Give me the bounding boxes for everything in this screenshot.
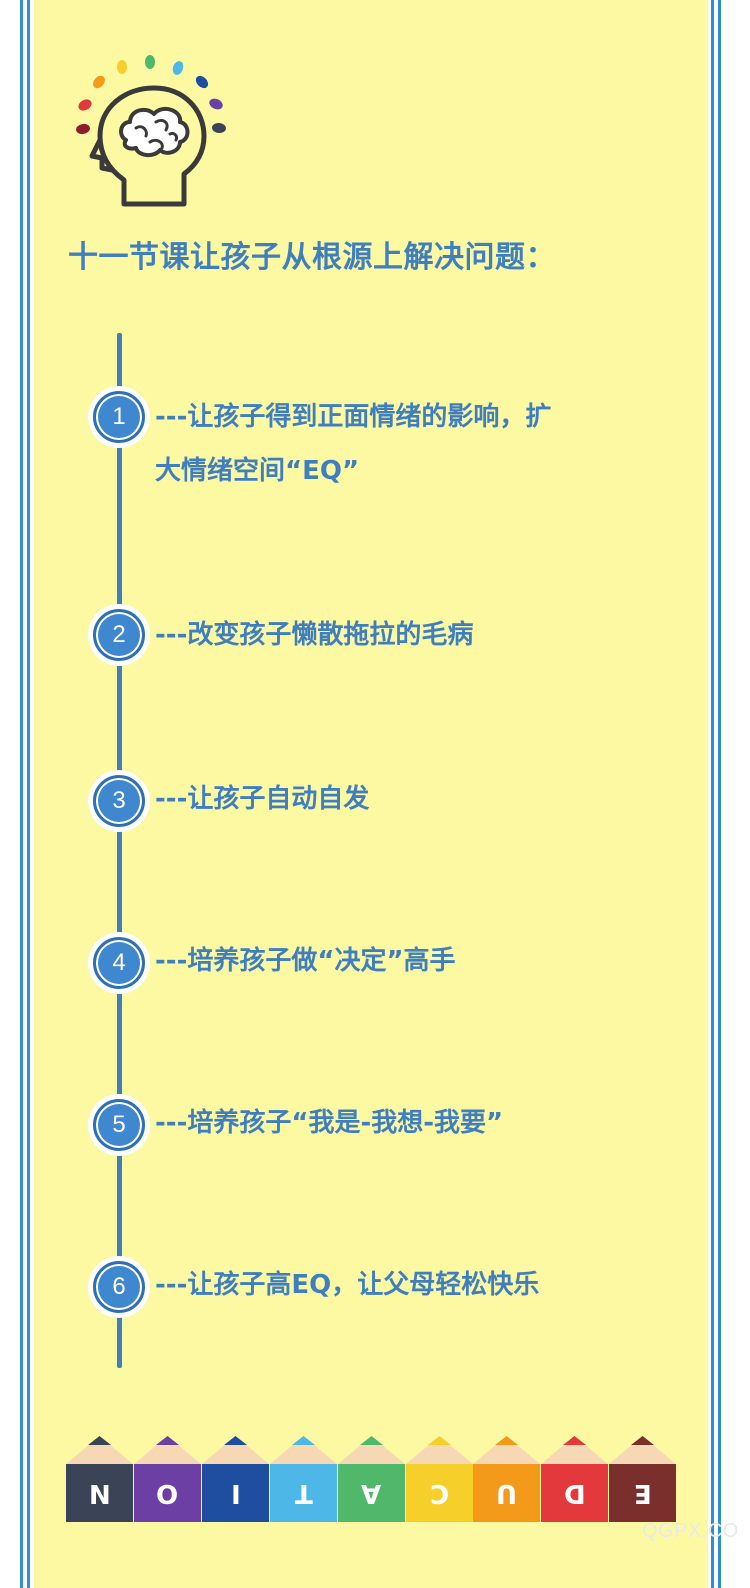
pencil-tip-icon xyxy=(134,1436,201,1464)
step-number: 6 xyxy=(93,1261,145,1313)
step-number: 1 xyxy=(93,391,145,443)
pencil-body: I xyxy=(202,1464,269,1522)
pencil-letter: A xyxy=(361,1478,382,1508)
pencil-d: D xyxy=(541,1436,608,1522)
step-line: ---培养孩子做“决定”高手 xyxy=(155,946,456,976)
step-number: 2 xyxy=(93,609,145,661)
step-number: 3 xyxy=(93,775,145,827)
frame-line-left-outer xyxy=(20,0,23,1588)
frame-line-right-outer xyxy=(718,0,721,1588)
pencil-c: C xyxy=(406,1436,473,1522)
pencil-body: N xyxy=(66,1464,133,1522)
step-line: 大情绪空间“EQ” xyxy=(155,456,360,486)
pencil-u: U xyxy=(473,1436,540,1522)
step-badge-5: 5 xyxy=(88,1094,150,1156)
step-line: ---让孩子高EQ，让父母轻松快乐 xyxy=(155,1270,540,1300)
pencil-i: I xyxy=(202,1436,269,1522)
step-line: ---让孩子自动自发 xyxy=(155,784,370,814)
pencil-letter: I xyxy=(230,1478,241,1508)
pencil-body: T xyxy=(270,1464,337,1522)
step-badge-6: 6 xyxy=(88,1256,150,1318)
pencil-letter: C xyxy=(429,1478,450,1508)
pencil-tip-icon xyxy=(338,1436,405,1464)
step-text-1: ---让孩子得到正面情绪的影响，扩 大情绪空间“EQ” xyxy=(155,390,625,498)
brain-head-icon xyxy=(76,55,226,207)
pencil-body: O xyxy=(134,1464,201,1522)
pencil-tip-icon xyxy=(66,1436,133,1464)
pencil-letter: T xyxy=(294,1478,313,1508)
pencil-t: T xyxy=(270,1436,337,1522)
pencil-letter: U xyxy=(495,1478,518,1508)
pencil-tip-icon xyxy=(541,1436,608,1464)
pencil-o: O xyxy=(134,1436,201,1522)
frame-line-left-inner xyxy=(27,0,30,1588)
pencil-tip-icon xyxy=(270,1436,337,1464)
pencil-letter: E xyxy=(633,1478,652,1508)
step-line: ---让孩子得到正面情绪的影响，扩 xyxy=(155,402,552,432)
step-number: 4 xyxy=(93,937,145,989)
step-badge-1: 1 xyxy=(88,386,150,448)
step-text-2: ---改变孩子懒散拖拉的毛病 xyxy=(155,608,625,662)
step-line: ---改变孩子懒散拖拉的毛病 xyxy=(155,620,474,650)
pencil-tip-icon xyxy=(609,1436,676,1464)
pencil-tip-icon xyxy=(202,1436,269,1464)
timeline-line xyxy=(117,333,122,1368)
step-text-3: ---让孩子自动自发 xyxy=(155,772,625,826)
pencil-tip-icon xyxy=(473,1436,540,1464)
pencil-body: U xyxy=(473,1464,540,1522)
pencil-body: D xyxy=(541,1464,608,1522)
pencil-e: E xyxy=(609,1436,676,1522)
pencil-body: E xyxy=(609,1464,676,1522)
step-line: ---培养孩子“我是-我想-我要” xyxy=(155,1108,504,1138)
step-badge-2: 2 xyxy=(88,604,150,666)
step-text-6: ---让孩子高EQ，让父母轻松快乐 xyxy=(155,1258,625,1312)
pencil-tip-icon xyxy=(406,1436,473,1464)
pencil-a: A xyxy=(338,1436,405,1522)
page-title: 十一节课让孩子从根源上解决问题： xyxy=(68,240,556,275)
step-number: 5 xyxy=(93,1099,145,1151)
pencil-n: N xyxy=(66,1436,133,1522)
pencil-body: C xyxy=(406,1464,473,1522)
step-text-4: ---培养孩子做“决定”高手 xyxy=(155,934,625,988)
watermark: QGPX.CO xyxy=(642,1520,739,1542)
frame-line-right-inner xyxy=(711,0,714,1588)
step-badge-4: 4 xyxy=(88,932,150,994)
pencil-body: A xyxy=(338,1464,405,1522)
step-text-5: ---培养孩子“我是-我想-我要” xyxy=(155,1096,625,1150)
step-badge-3: 3 xyxy=(88,770,150,832)
pencil-letter: O xyxy=(156,1478,179,1508)
pencil-letter: N xyxy=(88,1478,111,1508)
pencil-letter: D xyxy=(563,1478,586,1508)
